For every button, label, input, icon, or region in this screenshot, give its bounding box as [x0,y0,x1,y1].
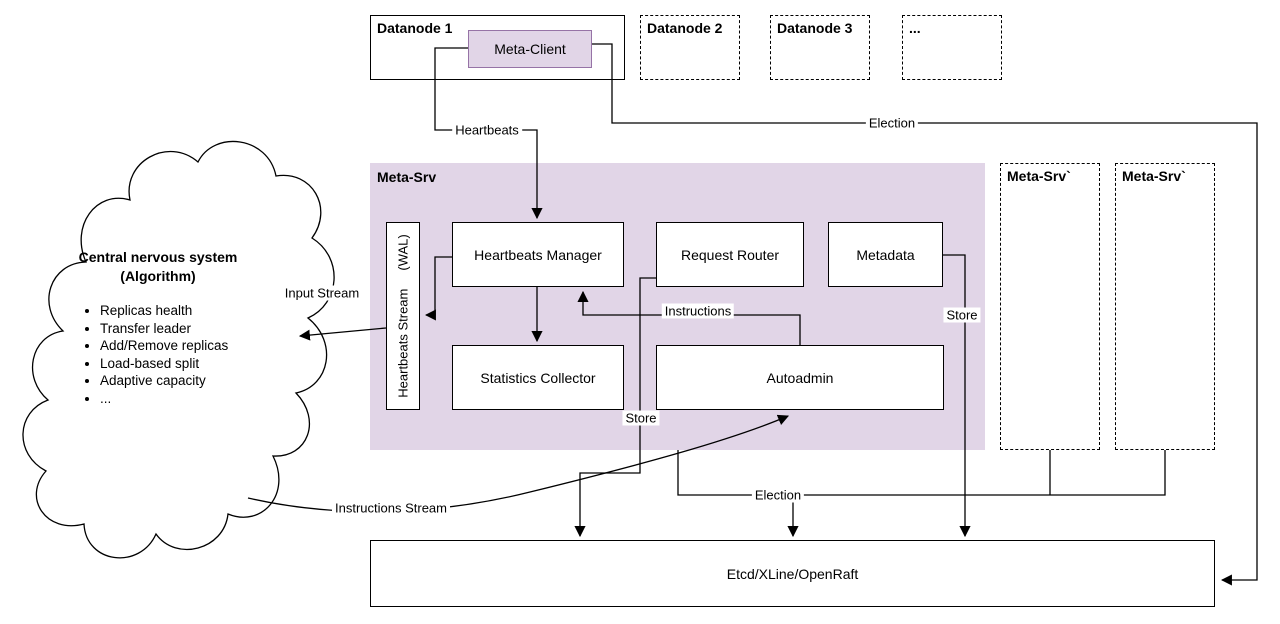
instructions-stream-arrow [247,414,790,513]
meta-srv-standby1-box: Meta-Srv` [1000,163,1100,450]
store-left-arrow [574,277,656,538]
datanode-more-label: ... [909,20,921,36]
edge-label-store-right: Store [943,307,981,323]
wal-stream-text: Heartbeats Stream [395,288,411,398]
datanode1-label: Datanode 1 [377,20,453,36]
datanode3-box: Datanode 3 [770,15,870,80]
heartbeats-stream-wal-box: Heartbeats Stream (WAL) [386,222,420,410]
heartbeats-stream-wal-label: Heartbeats Stream (WAL) [396,234,411,397]
meta-srv-standby2-label: Meta-Srv` [1122,168,1186,184]
edge-label-input-stream: Input Stream [281,285,363,301]
instructions-arrow [577,290,801,345]
cloud-bullet: Adaptive capacity [100,372,310,390]
meta-client-box: Meta-Client [468,30,592,68]
autoadmin-label: Autoadmin [766,369,834,386]
datanode3-label: Datanode 3 [777,20,853,36]
cloud-title-line2: (Algorithm) [120,268,196,284]
datanode1-box: Datanode 1 [370,15,625,80]
cloud-title-line1: Central nervous system [78,249,238,265]
metadata-box: Metadata [828,222,943,287]
cloud-bullet: Add/Remove replicas [100,337,310,355]
input-stream-arrow [298,327,387,341]
cloud-shape [22,140,335,559]
meta-srv-standby2-box: Meta-Srv` [1115,163,1215,450]
cloud-bullet: Load-based split [100,355,310,373]
meta-srv-title: Meta-Srv [377,169,437,185]
election-top-arrow [592,43,1258,586]
wal-suffix-text: (WAL) [395,234,411,271]
datanode2-label: Datanode 2 [647,20,723,36]
statistics-collector-label: Statistics Collector [480,369,596,386]
heartbeats-manager-box: Heartbeats Manager [452,222,624,287]
consensus-box: Etcd/XLine/OpenRaft [370,540,1215,607]
election-bottom-line [677,450,1166,496]
metadata-label: Metadata [856,246,915,263]
cloud-bullet: Replicas health [100,302,310,320]
meta-client-label: Meta-Client [494,41,566,57]
heartbeats-manager-label: Heartbeats Manager [474,246,602,263]
cloud-bullet-list: Replicas health Transfer leader Add/Remo… [78,302,310,407]
hbm-to-wal-arrow [424,256,452,321]
cloud-title-block: Central nervous system (Algorithm) [52,248,264,286]
store-right-arrow [943,254,971,538]
edge-label-instructions: Instructions [661,303,735,319]
datanode-more-box: ... [902,15,1002,80]
heartbeats-arrow [434,47,543,220]
edge-label-election-top: Election [865,115,919,131]
consensus-label: Etcd/XLine/OpenRaft [726,565,859,582]
request-router-box: Request Router [656,222,804,287]
meta-srv-standby1-label: Meta-Srv` [1007,168,1071,184]
cloud-bullet: Transfer leader [100,320,310,338]
edge-label-instructions-stream: Instructions Stream [332,500,450,516]
cloud-bullet: ... [100,390,310,408]
statistics-collector-box: Statistics Collector [452,345,624,410]
autoadmin-box: Autoadmin [656,345,944,410]
request-router-label: Request Router [680,246,780,263]
edge-label-store-left: Store [622,410,660,426]
edge-label-heartbeats: Heartbeats [452,122,522,138]
edge-label-election-bottom: Election [751,487,805,503]
datanode2-box: Datanode 2 [640,15,740,80]
